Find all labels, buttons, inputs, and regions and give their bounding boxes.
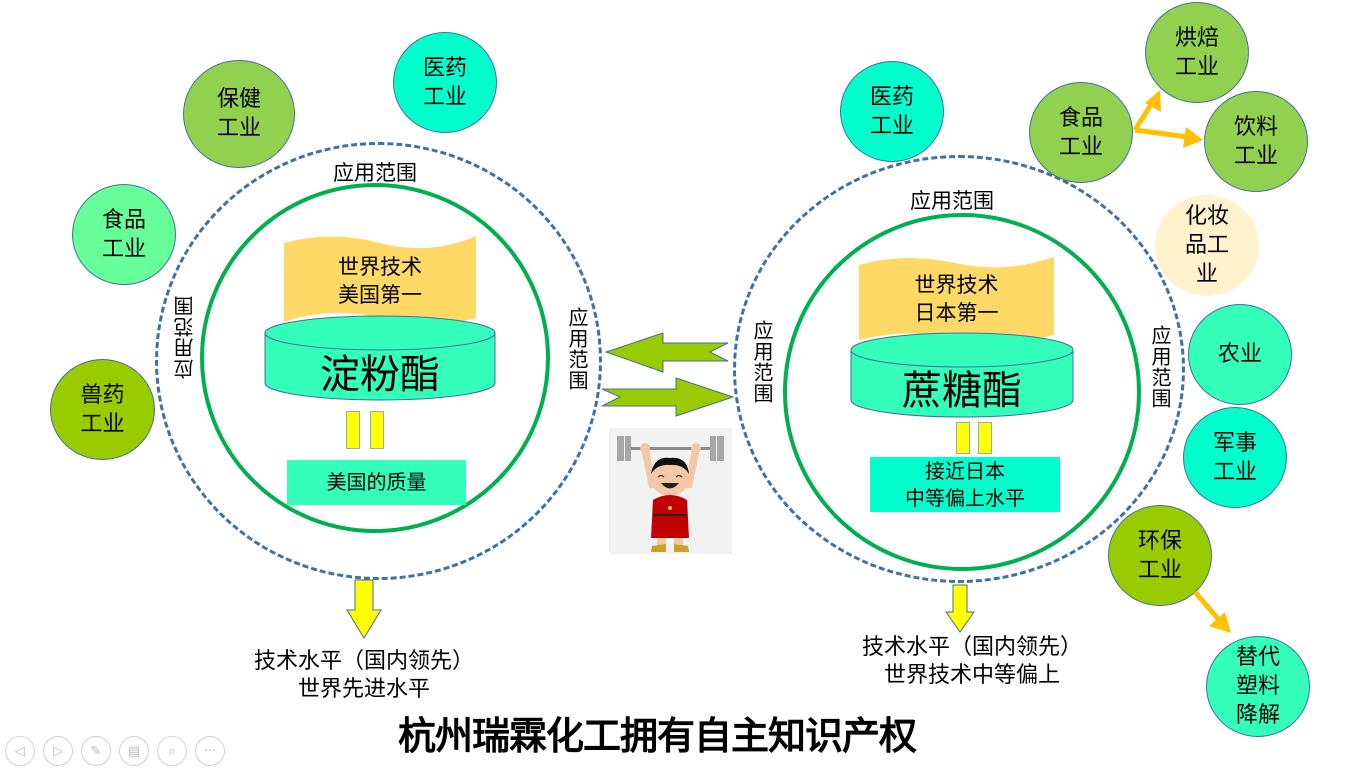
bubble-left-food-text: 食品 工业 <box>101 207 146 262</box>
chevron-left-icon: ◁ <box>15 743 25 759</box>
nav-more-button[interactable]: ··· <box>195 736 225 766</box>
pen-icon: ✎ <box>90 743 102 759</box>
right-product-name: 蔗糖酯 <box>902 368 1022 414</box>
left-tech-caption: 技术水平（国内领先） 世界先进水平 <box>253 649 474 702</box>
bubble-right-agriculture-text: 农业 <box>1217 342 1262 367</box>
bubble-right-environment: 环保 工业 <box>1108 505 1212 606</box>
left-range-label-left: 应用范围 <box>173 295 197 379</box>
right-range-label-right: 应用范围 <box>1148 325 1172 409</box>
right-equals-bar-1 <box>956 422 970 454</box>
slides-icon: ▤ <box>127 743 141 759</box>
bubble-left-pharma-text: 医药 工业 <box>422 55 467 110</box>
nav-slides-button[interactable]: ▤ <box>119 736 149 766</box>
bubble-left-pharma: 医药 工业 <box>393 32 497 133</box>
bubble-right-bakery: 烘焙 工业 <box>1145 2 1249 103</box>
bubble-left-vet: 兽药 工业 <box>50 359 155 460</box>
left-equals-bar-1 <box>346 411 360 449</box>
more-icon: ··· <box>203 743 217 759</box>
left-pointing-arrow <box>604 332 729 373</box>
right-range-label-left: 应用范围 <box>750 320 774 404</box>
arrow-environment-to-plastic <box>1193 590 1231 633</box>
bubble-right-food-text: 食品 工业 <box>1058 105 1103 160</box>
weightlifter-image <box>609 428 732 554</box>
right-range-label-top: 应用范围 <box>910 189 994 213</box>
nav-next-button[interactable]: ▷ <box>43 736 73 766</box>
bubble-right-beverage: 饮料 工业 <box>1204 91 1308 192</box>
bubble-right-environment-text: 环保 工业 <box>1137 528 1182 583</box>
bubble-left-health: 保健 工业 <box>183 60 295 168</box>
bubble-right-cosmetics: 化妆 品工 业 <box>1155 195 1259 296</box>
bubble-right-agriculture: 农业 <box>1188 304 1292 405</box>
right-quality-box: 接近日本 中等偏上水平 <box>870 457 1060 512</box>
bubble-right-cosmetics-text: 化妆 品工 业 <box>1184 204 1229 287</box>
left-banner-text: 世界技术 美国第一 <box>338 255 422 307</box>
right-equals-bar-2 <box>978 422 992 454</box>
bubble-right-pharma-text: 医药 工业 <box>869 84 914 139</box>
bubble-right-plastic: 替代 塑料 降解 <box>1206 636 1310 737</box>
right-banner-text: 世界技术 日本第一 <box>914 273 999 325</box>
right-inner-ring <box>783 213 1141 571</box>
arrow-food-to-bakery <box>1132 90 1161 132</box>
bubble-right-pharma: 医药 工业 <box>840 61 944 162</box>
left-application-range-circle <box>155 142 602 580</box>
left-inner-ring <box>200 183 550 533</box>
nav-prev-button[interactable]: ◁ <box>5 736 35 766</box>
arrow-food-to-beverage <box>1134 127 1203 148</box>
right-tech-caption: 技术水平（国内领先） 世界技术中等偏上 <box>861 635 1082 688</box>
left-quality-box: 美国的质量 <box>287 460 466 505</box>
nav-zoom-button[interactable]: ⌕ <box>157 736 187 766</box>
chevron-right-icon: ▷ <box>53 743 63 759</box>
right-application-range-circle <box>733 155 1185 583</box>
bubble-left-vet-text: 兽药 工业 <box>80 382 125 437</box>
left-range-label-top: 应用范围 <box>333 161 417 185</box>
bubble-right-military: 军事 工业 <box>1183 407 1287 508</box>
left-range-label-right: 应用范围 <box>565 307 589 391</box>
magnifier-icon: ⌕ <box>168 743 176 759</box>
left-product-name: 淀粉酯 <box>320 352 440 398</box>
bubble-right-plastic-text: 替代 塑料 降解 <box>1235 645 1280 728</box>
bubble-left-health-text: 保健 工业 <box>216 87 261 141</box>
left-equals-bar-2 <box>370 411 384 449</box>
bubble-right-beverage-text: 饮料 工业 <box>1233 114 1278 169</box>
bubble-right-military-text: 军事 工业 <box>1212 430 1257 485</box>
bubble-left-food: 食品 工业 <box>72 184 176 285</box>
slide-title: 杭州瑞霖化工拥有自主知识产权 <box>398 714 917 758</box>
nav-pen-button[interactable]: ✎ <box>81 736 111 766</box>
right-pointing-arrow <box>601 377 735 417</box>
bubble-right-bakery-text: 烘焙 工业 <box>1174 25 1219 80</box>
bubble-right-food: 食品 工业 <box>1029 82 1133 183</box>
